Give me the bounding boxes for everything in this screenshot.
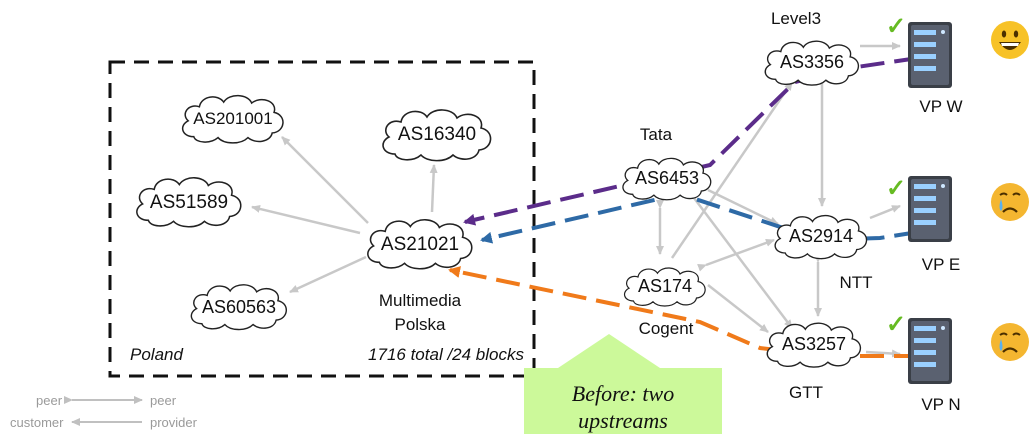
as201001-label: AS201001 bbox=[193, 109, 272, 128]
cogent-label: Cogent bbox=[639, 319, 694, 338]
link-3257-vpn bbox=[865, 349, 901, 358]
poland-region-box bbox=[108, 60, 536, 378]
legend-customer: customer bbox=[10, 415, 64, 430]
callout-line1: Before: two bbox=[571, 381, 675, 406]
link-174-3257 bbox=[707, 284, 769, 333]
check-icon-vpw: ✓ bbox=[886, 13, 906, 40]
multimedia-label-line1: Multimedia bbox=[379, 291, 462, 310]
crying-face-icon-vpn bbox=[991, 323, 1029, 361]
legend: peer peer customer provider bbox=[10, 393, 198, 430]
server-icon-vpe bbox=[908, 176, 952, 242]
region-name: Poland bbox=[130, 345, 183, 364]
legend-provider: provider bbox=[150, 415, 198, 430]
check-icon-vpn: ✓ bbox=[886, 311, 906, 338]
level3-label: Level3 bbox=[771, 9, 821, 28]
link-174-3356 bbox=[670, 81, 794, 259]
callout-line2: upstreams bbox=[578, 408, 668, 433]
legend-peer-right: peer bbox=[150, 393, 177, 408]
tata-label: Tata bbox=[640, 125, 673, 144]
callout-text: Before: two upstreams bbox=[524, 380, 722, 434]
callout-arrow bbox=[558, 334, 660, 368]
vpe-label: VP E bbox=[922, 255, 960, 274]
crying-face-icon-vpe bbox=[991, 183, 1029, 221]
link-21021-201001 bbox=[281, 136, 369, 224]
vpw-label: VP W bbox=[919, 97, 962, 116]
as21021-label: AS21021 bbox=[381, 234, 459, 255]
path-gtt bbox=[448, 266, 918, 358]
ntt-label: NTT bbox=[839, 273, 872, 292]
as16340-label: AS16340 bbox=[398, 124, 476, 145]
happy-face-icon bbox=[991, 21, 1029, 59]
region-blocks: 1716 total /24 blocks bbox=[368, 345, 524, 364]
as2914-label: AS2914 bbox=[789, 226, 853, 246]
callout-box: Before: two upstreams bbox=[524, 368, 722, 434]
as-nodes bbox=[136, 40, 868, 368]
legend-peer-left: peer bbox=[36, 393, 63, 408]
link-21021-16340 bbox=[429, 164, 438, 213]
as60563-label: AS60563 bbox=[202, 297, 276, 317]
as51589-label: AS51589 bbox=[150, 192, 228, 213]
server-icon-vpn bbox=[908, 318, 952, 384]
link-21021-60563 bbox=[289, 255, 367, 294]
as3356-label: AS3356 bbox=[780, 52, 844, 72]
path-ntt bbox=[480, 191, 919, 244]
as174-label: AS174 bbox=[638, 276, 692, 296]
check-icon-vpe: ✓ bbox=[886, 175, 906, 202]
link-6453-2914 bbox=[707, 188, 779, 226]
as-links bbox=[251, 42, 901, 358]
link-21021-51589 bbox=[251, 204, 361, 235]
multimedia-label-line2: Polska bbox=[394, 315, 446, 334]
link-174-2914 bbox=[697, 238, 775, 272]
gtt-label: GTT bbox=[789, 383, 823, 402]
as6453-label: AS6453 bbox=[635, 168, 699, 188]
vpn-label: VP N bbox=[921, 395, 960, 414]
server-icon-vpw bbox=[908, 22, 952, 88]
as3257-label: AS3257 bbox=[782, 334, 846, 354]
link-2914-vpe bbox=[869, 204, 901, 220]
